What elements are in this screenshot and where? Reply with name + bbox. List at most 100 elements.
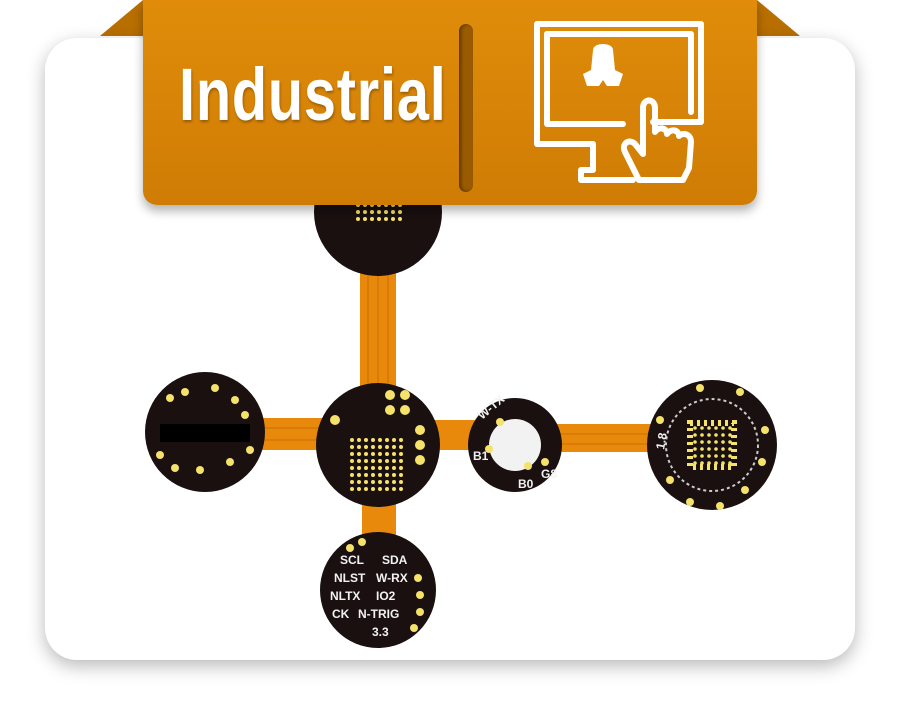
solder-pad — [741, 486, 749, 494]
solder-pad — [700, 433, 704, 437]
solder-pad — [350, 445, 354, 449]
solder-pad — [392, 459, 396, 463]
solder-pad — [700, 447, 704, 451]
solder-pad — [707, 454, 711, 458]
solder-pad — [377, 217, 381, 221]
solder-pad — [728, 433, 732, 437]
board-bottom — [320, 532, 436, 648]
solder-pad — [350, 438, 354, 442]
solder-pad — [416, 608, 424, 616]
solder-pad — [371, 480, 375, 484]
solder-pad — [371, 466, 375, 470]
solder-pad — [686, 498, 694, 506]
solder-pad — [384, 210, 388, 214]
solder-pad — [357, 473, 361, 477]
solder-pad — [693, 426, 697, 430]
solder-pads — [156, 203, 769, 632]
category-banner: Industrial — [143, 0, 757, 205]
solder-pad — [707, 426, 711, 430]
solder-pad — [415, 425, 425, 435]
solder-pad — [364, 438, 368, 442]
solder-pad — [399, 438, 403, 442]
silk-sda: SDA — [382, 553, 408, 567]
solder-pad — [363, 217, 367, 221]
silk-3-3: 3.3 — [372, 625, 389, 639]
solder-pad — [385, 438, 389, 442]
solder-pad — [398, 210, 402, 214]
solder-pad — [378, 473, 382, 477]
solder-pad — [707, 461, 711, 465]
solder-pad — [541, 458, 549, 466]
solder-pad — [371, 473, 375, 477]
silk-b0: B0 — [518, 477, 534, 491]
solder-pad — [350, 459, 354, 463]
solder-pad — [171, 464, 179, 472]
silk-scl: SCL — [340, 553, 364, 567]
solder-pad — [696, 384, 704, 392]
solder-pad — [693, 447, 697, 451]
solder-pad — [166, 394, 174, 402]
solder-pad — [378, 459, 382, 463]
silk-w-rx: W-RX — [376, 571, 408, 585]
silk-nltx: NLTX — [330, 589, 360, 603]
silk-b1: B1 — [473, 449, 489, 463]
solder-pad — [391, 217, 395, 221]
solder-pad — [721, 454, 725, 458]
solder-pad — [758, 458, 766, 466]
solder-pad — [364, 445, 368, 449]
ring-hole — [489, 419, 541, 471]
solder-pad — [357, 466, 361, 470]
solder-pad — [392, 480, 396, 484]
solder-pad — [385, 405, 395, 415]
solder-pad — [721, 440, 725, 444]
solder-pad — [370, 210, 374, 214]
solder-pad — [728, 447, 732, 451]
solder-pad — [392, 438, 396, 442]
solder-pad — [524, 462, 532, 470]
solder-pad — [364, 487, 368, 491]
solder-pad — [392, 466, 396, 470]
solder-pad — [707, 433, 711, 437]
silk-1-8: 1.8 — [653, 431, 670, 450]
solder-pad — [714, 426, 718, 430]
solder-pad — [356, 210, 360, 214]
solder-pad — [346, 544, 354, 552]
solder-pad — [392, 473, 396, 477]
solder-pad — [700, 440, 704, 444]
solder-pad — [399, 466, 403, 470]
solder-pad — [364, 452, 368, 456]
solder-pad — [416, 591, 424, 599]
monitor-touch-user-icon — [534, 21, 704, 183]
solder-pad — [357, 438, 361, 442]
solder-pad — [378, 466, 382, 470]
solder-pad — [714, 461, 718, 465]
solder-pad — [728, 440, 732, 444]
solder-pad — [350, 473, 354, 477]
solder-pad — [693, 454, 697, 458]
solder-pad — [385, 487, 389, 491]
solder-pad — [357, 452, 361, 456]
solder-pad — [364, 459, 368, 463]
banner-fold-left — [100, 0, 143, 36]
solder-pad — [728, 426, 732, 430]
solder-pad — [350, 487, 354, 491]
solder-pad — [728, 454, 732, 458]
solder-pad — [721, 461, 725, 465]
solder-pad — [241, 411, 249, 419]
silk-io2: IO2 — [376, 589, 396, 603]
solder-pad — [378, 487, 382, 491]
solder-pad — [196, 466, 204, 474]
solder-pad — [721, 447, 725, 451]
solder-pad — [485, 445, 493, 453]
solder-pad — [363, 210, 367, 214]
solder-pad — [350, 480, 354, 484]
solder-pad — [385, 459, 389, 463]
solder-pad — [384, 217, 388, 221]
solder-pad — [378, 480, 382, 484]
solder-pad — [226, 458, 234, 466]
solder-pad — [370, 217, 374, 221]
flex-traces — [255, 200, 655, 540]
solder-pad — [399, 445, 403, 449]
solder-pad — [156, 451, 164, 459]
banner-title: Industrial — [179, 53, 447, 136]
